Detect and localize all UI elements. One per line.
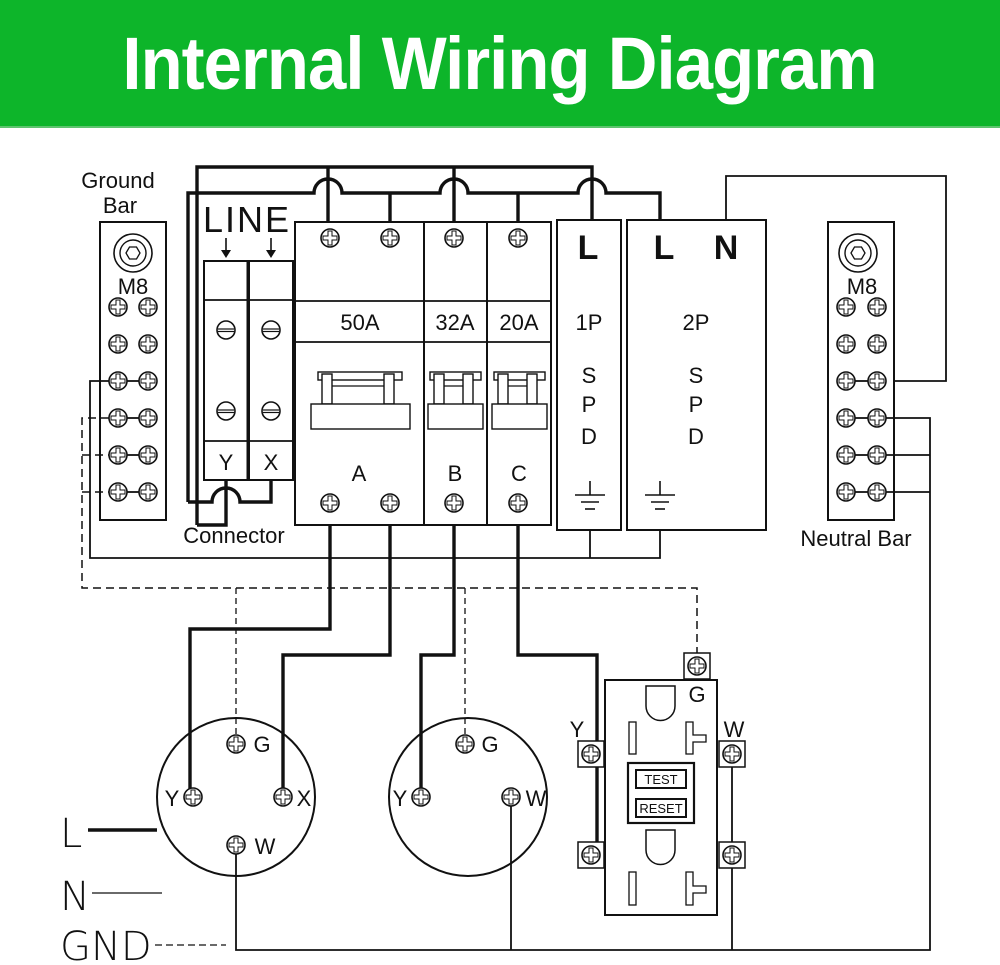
spd-2p-letter-d: D — [688, 424, 704, 449]
ground-bar-screws — [108, 297, 158, 502]
legend-l-label: L — [60, 811, 82, 857]
terminal-y-label: Y — [219, 450, 234, 475]
outlet-1: G Y X W — [156, 717, 316, 877]
spd-1p-terminal-l: L — [578, 229, 599, 267]
neutral-bolt-size: M8 — [847, 274, 878, 299]
neutral-bar: M8 Neutral Bar — [800, 221, 912, 551]
ground-bar-label-2: Bar — [103, 193, 137, 218]
spd-2p-poles: 2P — [683, 310, 710, 335]
toggle-switch-icon — [491, 371, 548, 430]
spd-2p-letter-p: P — [689, 392, 704, 417]
spd-2p: L N 2P S P D — [626, 219, 767, 531]
bolt-icon — [838, 233, 878, 273]
spd-1p-letter-s: S — [582, 363, 597, 388]
socket-slots-icon — [628, 685, 707, 755]
page-title: Internal Wiring Diagram — [122, 21, 878, 105]
line-input: LINE Y X Connector — [183, 199, 294, 548]
spd-2p-letter-s: S — [689, 363, 704, 388]
ground-bar-label: Ground — [81, 168, 154, 193]
gfci-receptacle: G Y W TEST RESET — [570, 653, 745, 916]
legend-gnd-label: GND — [60, 924, 152, 965]
reset-button-label: RESET — [639, 801, 682, 816]
breaker-b-rating: 32A — [435, 310, 474, 335]
spd-2p-terminal-n: N — [714, 229, 739, 267]
legend: L N GND — [60, 811, 226, 965]
test-button-label: TEST — [644, 772, 677, 787]
breaker-c-rating: 20A — [499, 310, 538, 335]
socket-slots-icon — [628, 829, 707, 906]
outlet-1-terminal-x: X — [297, 786, 312, 811]
outlet-1-terminal-g: G — [253, 732, 270, 757]
breaker-a: 50A A — [310, 228, 411, 513]
outlet-1-terminal-y: Y — [165, 786, 180, 811]
breaker-c-label: C — [511, 461, 527, 486]
outlet-2-terminal-g: G — [481, 732, 498, 757]
ground-bolt-size: M8 — [118, 274, 149, 299]
connector-label: Connector — [183, 523, 285, 548]
title-banner: Internal Wiring Diagram — [0, 0, 1000, 128]
outlet-1-terminal-w: W — [255, 834, 276, 859]
bolt-icon — [113, 233, 153, 273]
breaker-c: 20A C — [491, 228, 548, 513]
spd-1p: L 1P S P D — [556, 219, 622, 531]
top-bus-wires — [186, 165, 947, 525]
breaker-panel: 50A A 32A B — [294, 221, 552, 526]
terminal-x-label: X — [264, 450, 279, 475]
arrow-down-icon — [266, 238, 276, 258]
gfci-terminal-g: G — [688, 682, 705, 707]
ground-bar: Ground Bar M8 — [81, 168, 167, 521]
breaker-a-rating: 50A — [340, 310, 379, 335]
spd-1p-letter-p: P — [582, 392, 597, 417]
legend-n-label: N — [60, 874, 90, 920]
gfci-terminal-y: Y — [570, 717, 585, 742]
breaker-b-label: B — [448, 461, 463, 486]
ground-bar-wires — [81, 380, 698, 735]
reset-button[interactable]: RESET — [635, 798, 687, 818]
neutral-bar-label: Neutral Bar — [800, 526, 911, 551]
spd-1p-letter-d: D — [581, 424, 597, 449]
breaker-a-label: A — [352, 461, 367, 486]
neutral-bar-screws — [836, 297, 887, 502]
spd-1p-poles: 1P — [576, 310, 603, 335]
outlet-2-terminal-w: W — [526, 786, 547, 811]
outlet-2: G Y W — [388, 717, 548, 877]
line-label: LINE — [203, 199, 291, 240]
arrow-down-icon — [221, 238, 231, 258]
test-button[interactable]: TEST — [635, 769, 687, 789]
gfci-terminal-w: W — [724, 717, 745, 742]
toggle-switch-icon — [427, 371, 484, 430]
toggle-switch-icon — [310, 371, 411, 430]
breaker-b: 32A B — [427, 228, 484, 513]
spd-2p-terminal-l: L — [654, 229, 675, 267]
outlet-2-terminal-y: Y — [393, 786, 408, 811]
